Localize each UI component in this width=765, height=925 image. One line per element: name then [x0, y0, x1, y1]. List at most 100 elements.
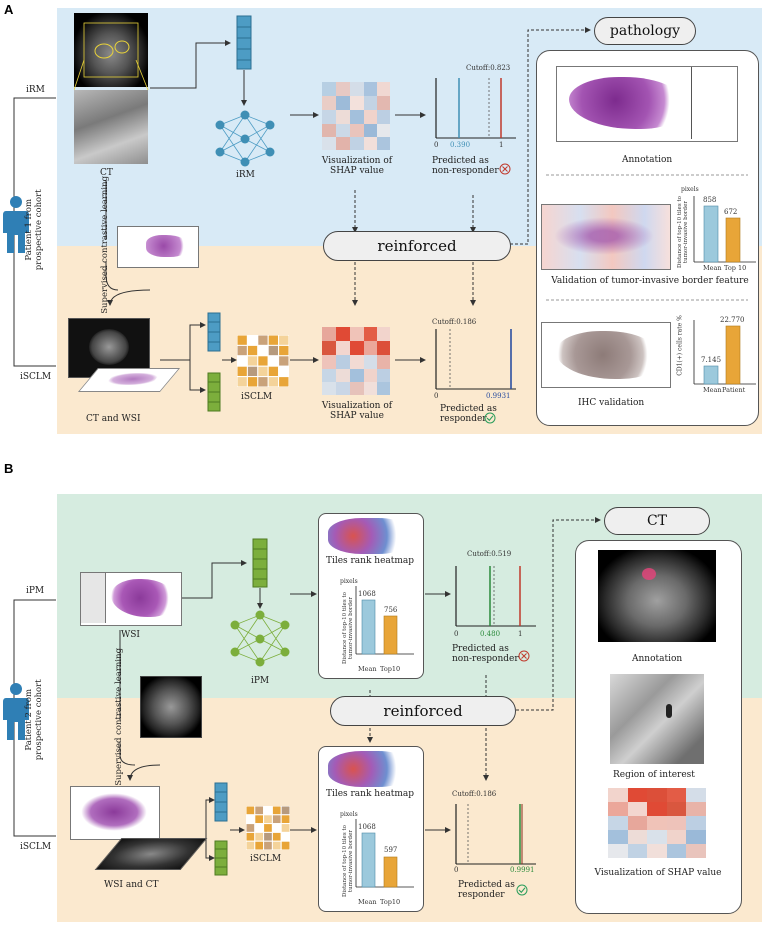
- barb1-ylabel: Distance of top-10 tiles to tumor-invasi…: [341, 592, 354, 665]
- ct-annotation-1: [83, 22, 139, 78]
- barb1-value-top10: 756: [384, 606, 398, 614]
- tick0-top-b: 0: [454, 630, 459, 638]
- bar2-patient: [725, 325, 741, 385]
- tiles-heatmap-top-b: [328, 518, 412, 554]
- supervised-label-b: Supervised contrastive learning: [114, 647, 125, 786]
- barb1-value-mean: 1068: [358, 590, 376, 598]
- barb1-unit: pixels: [340, 578, 358, 585]
- tick1-top-a: 1: [499, 141, 504, 149]
- wsi-thumb-a: [117, 226, 199, 268]
- wsi-ct-label: WSI and CT: [104, 880, 159, 890]
- prediction-plot-top: [435, 78, 516, 139]
- annotation-label-a: Annotation: [622, 155, 673, 165]
- tick0-bottom-b: 0: [454, 866, 459, 874]
- reinforced-pill-a: reinforced: [323, 231, 511, 261]
- bar1-top10: [725, 217, 741, 263]
- tick1-top-b: 1: [518, 630, 523, 638]
- isclm-grid-a: [237, 335, 289, 387]
- barb1-top10: [383, 615, 398, 655]
- bar2-cat-patient: Patient: [722, 386, 746, 394]
- bar1-mean: [703, 205, 719, 263]
- value-top-b: 0.480: [480, 630, 501, 638]
- roi-image-b: [610, 674, 704, 764]
- ipm-row-label: iPM: [26, 586, 45, 596]
- isclm-row-label-a: iSCLM: [20, 372, 52, 382]
- barb1-cat-mean: Mean: [358, 665, 377, 673]
- cutoff-top-a: Cutoff:0.823: [466, 64, 511, 72]
- cutoff-top-b: Cutoff:0.519: [467, 550, 512, 558]
- person-icon-b: [3, 683, 29, 740]
- validation-tiles-image: [541, 204, 671, 270]
- feature-vector-ct-b: [214, 840, 228, 876]
- feature-vector-ipm: [252, 538, 268, 588]
- bar2-value-mean: 7.145: [701, 356, 722, 364]
- predicted-top-a: Predicted as non-responder: [432, 156, 499, 177]
- shap-heatmap-bottom-a: [322, 327, 390, 395]
- bar-chart-bottom-b: [355, 819, 414, 888]
- cross-icon-b: [518, 650, 530, 662]
- barb1-mean: [361, 599, 376, 655]
- feature-vector-ct-a: [207, 312, 221, 352]
- isclm-net-label-b: iSCLM: [250, 854, 282, 864]
- shap-label-bottom-a: Visualization of SHAP value: [321, 401, 393, 422]
- bar1-unit: pixels: [681, 186, 699, 193]
- wsi-ct-stack-wsi: [70, 786, 160, 840]
- bar-chart-validation-a: [693, 196, 756, 263]
- ihc-image: [541, 322, 671, 388]
- tick0-top-a: 0: [434, 141, 439, 149]
- cutoff-bottom-a: Cutoff:0.186: [432, 318, 477, 326]
- cutoff-bottom-b: Cutoff:0.186: [452, 790, 497, 798]
- prediction-plot-bottom-a: [435, 329, 516, 390]
- bar1-cat-top10: Top 10: [724, 264, 747, 272]
- ct-zoom-lines: [74, 60, 149, 91]
- bar1-value-mean: 858: [703, 196, 717, 204]
- shap-heatmap-top: [322, 82, 390, 150]
- ct-image-2: [74, 90, 148, 164]
- reinforced-pill-b: reinforced: [330, 696, 516, 726]
- cross-icon-a: [499, 163, 511, 175]
- predicted-top-b: Predicted as non-responder: [452, 644, 519, 665]
- tiles-heatmap-bottom-b: [328, 751, 412, 787]
- feature-vector-wsi-b: [214, 782, 228, 822]
- heat-title-bottom-b: Tiles rank heatmap: [325, 789, 415, 799]
- bar-chart-top-b: [355, 586, 414, 655]
- wsi-image-b: [80, 572, 182, 626]
- barb2-unit: pixels: [340, 811, 358, 818]
- isclm-net-label-a: iSCLM: [241, 392, 273, 402]
- panel-a-letter: A: [4, 2, 14, 17]
- prediction-plot-bottom-b: [455, 804, 536, 865]
- ct-wsi-label: CT and WSI: [86, 414, 141, 424]
- roi-label-b: Region of interest: [613, 770, 695, 780]
- heat-title-top-b: Tiles rank heatmap: [325, 556, 415, 566]
- barb1-cat-top10: Top10: [380, 665, 401, 673]
- panel-b-arrows: [119, 517, 601, 861]
- ct-annotation-image-b: [598, 550, 716, 642]
- prediction-plot-top-b: [455, 566, 536, 627]
- bar1-cat-mean: Mean: [703, 264, 722, 272]
- bar2-mean: [703, 365, 719, 385]
- barb2-cat-top10: Top10: [380, 898, 401, 906]
- irm-net-label: iRM: [236, 170, 255, 180]
- panel-b-letter: B: [4, 461, 14, 476]
- barb2-cat-mean: Mean: [358, 898, 377, 906]
- feature-vector-irm: [236, 15, 252, 70]
- ct-thumb-b: [140, 676, 202, 738]
- bar2-value-patient: 22.770: [720, 316, 745, 324]
- value-bottom-a: 0.9931: [486, 392, 511, 400]
- bar1-value-top10: 672: [724, 208, 738, 216]
- bar2-cat-mean: Mean: [703, 386, 722, 394]
- barb2-top10: [383, 856, 398, 888]
- annotation-label-b: Annotation: [632, 654, 683, 664]
- isclm-grid-b: [246, 806, 290, 850]
- value-top-a: 0.390: [450, 141, 471, 149]
- barb2-mean: [361, 832, 376, 888]
- validation-label: Validation of tumor-invasive border feat…: [551, 276, 749, 286]
- supervised-label-a: Supervised contrastive learning: [100, 175, 111, 314]
- bar-chart-ihc-a: [693, 320, 756, 385]
- ihc-label: IHC validation: [578, 398, 645, 408]
- ct-pill-b: CT: [604, 507, 710, 535]
- irm-row-label: iRM: [26, 85, 45, 95]
- person-icon: [3, 196, 29, 253]
- value-bottom-b: 0.9991: [510, 866, 535, 874]
- bar2-ylabel: CD1(+) cells rate %: [676, 315, 684, 376]
